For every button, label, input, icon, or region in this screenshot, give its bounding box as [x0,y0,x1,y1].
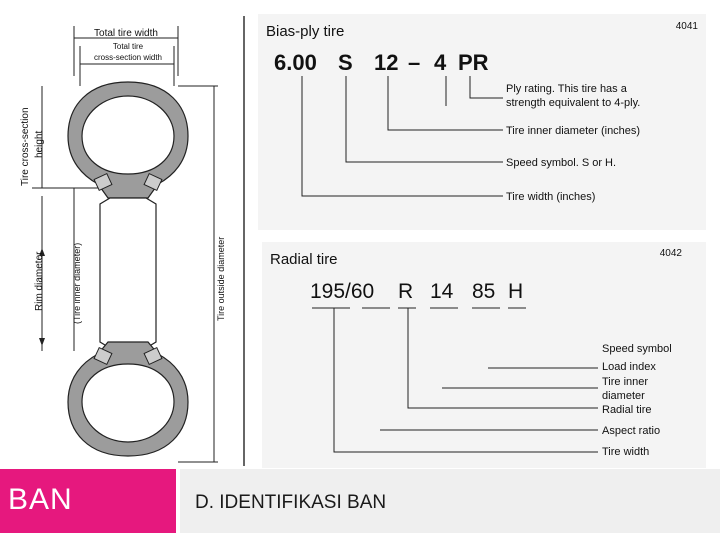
section-width-label-1: Total tire [113,42,144,51]
section-title: D. IDENTIFIKASI BAN [195,492,387,513]
bias-part-speed: S [338,50,353,75]
radial-part-85: 85 [472,280,495,303]
radial-label-load: Load index [602,361,656,373]
bias-part-inner: 12 [374,50,398,75]
radial-label-width: Tire width [602,446,649,458]
footer-bottom-strip [0,533,720,540]
footer-section-block: D. IDENTIFIKASI BAN [180,469,720,533]
tire-dimension-diagram: Total tire width Total tire cross-sectio… [18,16,250,468]
bias-part-width: 6.00 [274,50,317,75]
bias-part-pr: PR [458,50,489,75]
section-height-label-1: Tire cross-section [20,107,31,186]
bias-ply-code: 4041 [676,21,699,32]
radial-part-width-aspect: 195/60 [310,280,374,303]
radial-part-14: 14 [430,280,454,303]
radial-label-aspect: Aspect ratio [602,425,660,437]
section-width-label-2: cross-section width [94,53,162,62]
bias-part-ply: 4 [434,50,447,75]
rim-section [99,197,157,349]
footer-title: BAN [8,483,73,516]
outside-diameter-label: Tire outside diameter [216,237,226,321]
bias-ply-title: Bias-ply tire [266,23,344,40]
radial-label-inner-2: diameter [602,390,645,402]
total-width-label: Total tire width [94,28,158,39]
bias-label-ply-2: strength equivalent to 4-ply. [506,97,640,109]
left-margin [0,0,10,469]
section-height-label-2: height [34,131,45,158]
radial-title: Radial tire [270,251,338,268]
radial-part-h: H [508,280,523,303]
radial-label-inner-1: Tire inner [602,376,648,388]
footer-title-block: BAN [0,469,176,533]
radial-part-r: R [398,280,413,303]
radial-label-speed: Speed symbol [602,343,672,355]
radial-label-radial: Radial tire [602,404,652,416]
lower-tire-shape [67,341,189,457]
bias-label-speed: Speed symbol. S or H. [506,157,616,169]
bias-ply-panel: 4041 Bias-ply tire 6.00 S 12 – 4 PR Ply … [258,14,706,230]
bias-label-inner: Tire inner diameter (inches) [506,125,640,137]
inner-diameter-label: (Tire inner diameter) [72,243,82,324]
bias-label-width: Tire width (inches) [506,191,595,203]
radial-code: 4042 [660,248,683,259]
radial-panel: 4042 Radial tire 195/60 R 14 85 H Speed … [262,242,706,468]
bias-label-ply-1: Ply rating. This tire has a [506,83,628,95]
rim-diameter-label: Rim diameter [34,251,45,311]
bias-part-dash: – [408,50,420,75]
